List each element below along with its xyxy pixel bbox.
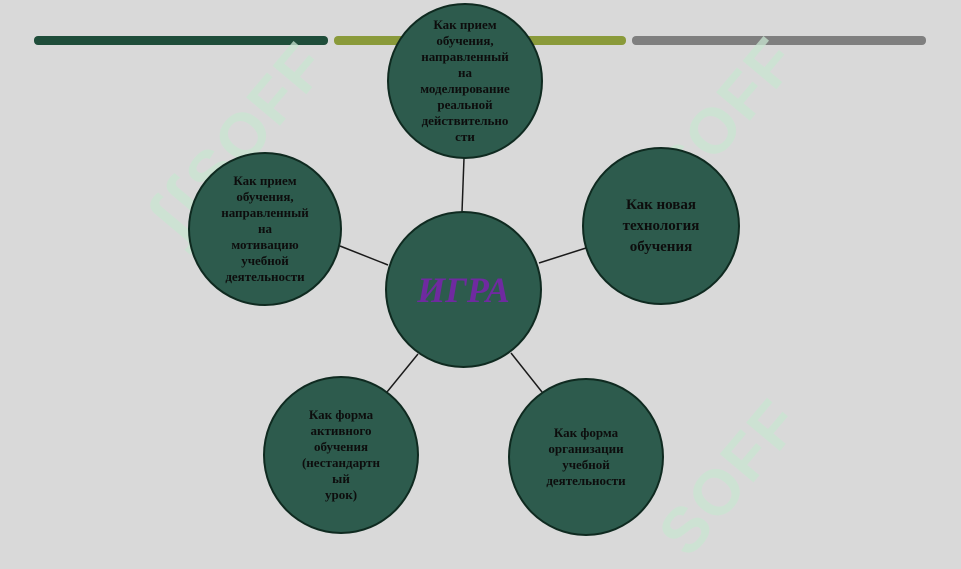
connector-top xyxy=(461,157,465,213)
node-top: Как прием обучения, направленный на моде… xyxy=(387,3,543,159)
node-right: Как новая технология обучения xyxy=(582,147,740,305)
node-top-label: Как прием обучения, направленный на моде… xyxy=(420,17,510,144)
connector-bottom-right xyxy=(510,352,543,393)
connector-left xyxy=(339,245,389,266)
node-left-label: Как прием обучения, направленный на моти… xyxy=(221,173,309,284)
node-left: Как прием обучения, направленный на моти… xyxy=(188,152,342,306)
node-center: ИГРА xyxy=(385,211,542,368)
connector-lines xyxy=(339,157,587,393)
node-bottom-left-label: Как форма активного обучения (нестандарт… xyxy=(301,407,381,502)
node-bottom-left: Как форма активного обучения (нестандарт… xyxy=(263,376,419,534)
header-bar-4 xyxy=(632,36,926,45)
node-right-label: Как новая технология обучения xyxy=(622,196,700,255)
node-bottom-right-label: Как форма организации учебной деятельнос… xyxy=(546,425,626,488)
node-bottom-right: Как форма организации учебной деятельнос… xyxy=(508,378,664,536)
connector-bottom-left xyxy=(386,353,419,393)
header-bar-3 xyxy=(520,36,626,45)
header-bar-2 xyxy=(334,36,454,45)
node-center-label: ИГРА xyxy=(417,269,510,310)
connector-right xyxy=(538,247,587,264)
header-bar-1 xyxy=(34,36,328,45)
